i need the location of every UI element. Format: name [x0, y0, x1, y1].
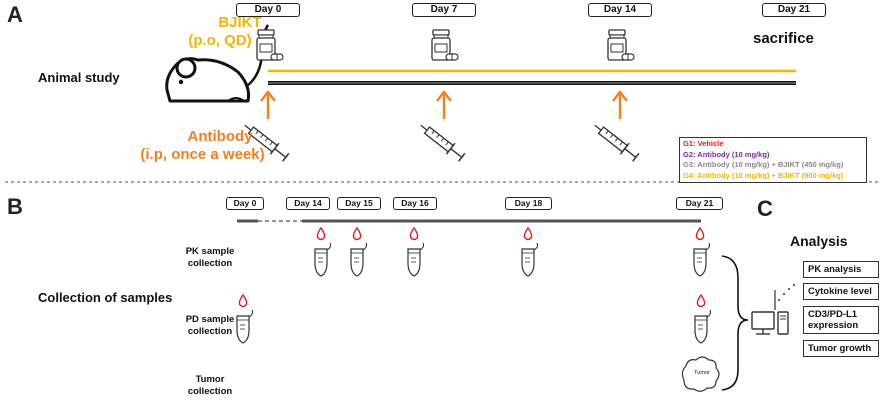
computer-icon [751, 284, 795, 335]
day-box: Day 14 [286, 197, 330, 210]
sample-tube-icon [694, 309, 712, 344]
day-box: Day 21 [762, 3, 826, 17]
sample-tube-icon [407, 242, 425, 277]
drug-route: (p.o, QD) [188, 32, 252, 49]
blood-drop-icon [696, 294, 706, 308]
tumor-text: Tumor [694, 370, 710, 376]
day-box: Day 7 [412, 3, 476, 17]
sample-tube-icon [314, 242, 332, 277]
day-box: Day 15 [337, 197, 381, 210]
animal-study-label: Animal study [38, 70, 120, 85]
antibody-name: Antibody [187, 128, 253, 145]
group-legend: G1: Vehicle G2: Antibody (10 mg/kg) G3: … [679, 137, 867, 183]
legend-item: G3: Antibody (10 mg/kg) + BJIKT (450 mg/… [683, 160, 844, 169]
up-arrow-icon [259, 90, 277, 121]
panel-letter-b: B [7, 194, 23, 219]
tumor-label: Tumor collection [187, 374, 233, 397]
day-box: Day 18 [505, 197, 552, 210]
day-box: Day 21 [676, 197, 723, 210]
syringe-icon [589, 119, 641, 164]
blood-drop-icon [523, 227, 533, 241]
blood-drop-icon [238, 294, 248, 308]
legend-item: G4: Antibody (10 mg/kg) + BJIKT (900 mg/… [683, 170, 844, 180]
panel-letter-a: A [7, 2, 23, 27]
pill-bottle-icon [607, 29, 635, 61]
analysis-item: Cytokine level [803, 283, 879, 300]
drug-name: BJIKT [218, 14, 262, 31]
analysis-item: PK analysis [803, 261, 879, 278]
blood-drop-icon [695, 227, 705, 241]
pk-label: PK sample collection [185, 246, 235, 269]
blood-drop-icon [352, 227, 362, 241]
mouse-icon [165, 24, 270, 103]
antibody-route: (i.p, once a week) [140, 146, 265, 163]
sample-tube-icon [350, 242, 368, 277]
collection-title: Collection of samples [38, 290, 173, 305]
analysis-title: Analysis [790, 233, 848, 249]
day-box: Day 0 [226, 197, 264, 210]
pd-label: PD sample collection [185, 314, 235, 337]
bracket-icon [721, 255, 749, 391]
panel-letter-c: C [757, 196, 773, 221]
analysis-item: CD3/PD-L1 expression [803, 306, 879, 334]
legend-item: G1: Vehicle [683, 139, 724, 148]
sample-tube-icon [521, 242, 539, 277]
analysis-item: Tumor growth [803, 340, 879, 357]
sample-tube-icon [693, 242, 711, 277]
legend-item: G2: Antibody (10 mg/kg) [683, 149, 770, 159]
day-box: Day 14 [588, 3, 652, 17]
blood-drop-icon [316, 227, 326, 241]
up-arrow-icon [611, 90, 629, 121]
day-box: Day 0 [236, 3, 300, 17]
up-arrow-icon [435, 90, 453, 121]
blood-drop-icon [409, 227, 419, 241]
pill-bottle-icon [431, 29, 459, 61]
day-box: Day 16 [393, 197, 437, 210]
syringe-icon [415, 119, 467, 164]
sacrifice-label: sacrifice [753, 30, 814, 47]
tumor-icon [681, 356, 720, 392]
